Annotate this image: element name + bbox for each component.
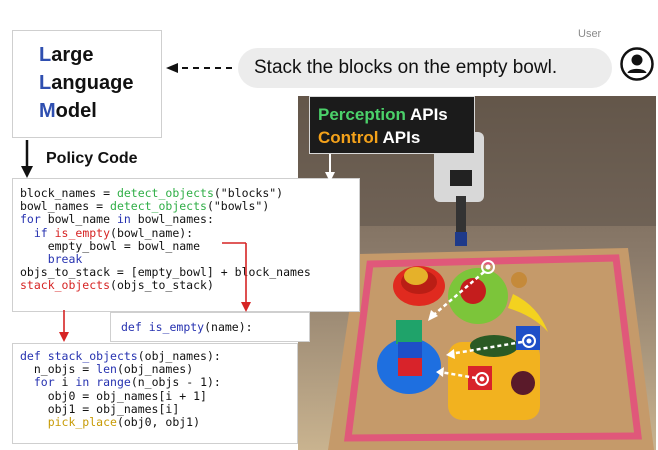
code-line: stack_objects(objs_to_stack) [20, 278, 214, 293]
legend-perception-rest: APIs [405, 105, 448, 124]
llm-line-3: Model [39, 97, 161, 125]
policy-code-box: block_names = detect_objects("blocks")bo… [12, 178, 360, 312]
llm-initial-m: M [39, 100, 56, 122]
user-avatar-icon [620, 47, 654, 81]
legend-perception-word: Perception [318, 105, 406, 124]
yellow-tray [448, 342, 540, 420]
code-line: if is_empty(bowl_name): [20, 225, 194, 240]
legend-control-word: Control [318, 128, 379, 147]
api-legend: Perception APIs Control APIs [309, 96, 475, 154]
code-line: def stack_objects(obj_names): [20, 349, 221, 363]
llm-text-3: odel [55, 100, 97, 122]
user-message-bubble: Stack the blocks on the empty bowl. [238, 48, 612, 88]
code-line: n_objs = len(obj_names) [20, 362, 194, 377]
legend-control-rest: APIs [378, 128, 421, 147]
code-line: break [20, 252, 83, 267]
code-line: for bowl_name in bowl_names: [20, 212, 214, 227]
legend-control: Control APIs [318, 126, 474, 149]
code-line: for i in range(n_objs - 1): [20, 375, 221, 390]
llm-initial-l2: L [39, 72, 52, 94]
code-line: obj1 = obj_names[i] [20, 401, 180, 416]
code-line: pick_place(obj0, obj1) [20, 415, 201, 430]
code-line: block_names = detect_objects("blocks") [20, 186, 284, 200]
policy-code-label: Policy Code [46, 150, 138, 167]
llm-box: Large Language Model [12, 30, 162, 138]
code-line: empty_bowl = bowl_name [20, 238, 201, 253]
llm-initial-l1: L [39, 44, 52, 66]
llm-line-1: Large [39, 41, 161, 69]
is-empty-code-box: def is_empty(name): [110, 312, 310, 342]
code-line: objs_to_stack = [empty_bowl] + block_nam… [20, 265, 311, 280]
legend-perception: Perception APIs [318, 103, 474, 126]
user-label: User [578, 28, 602, 40]
code-line: bowl_names = detect_objects("bowls") [20, 199, 270, 214]
stack-objects-arrow-icon [59, 332, 69, 342]
stack-objects-code-box: def stack_objects(obj_names): n_objs = l… [12, 343, 298, 444]
arrowhead-icon [166, 63, 178, 73]
llm-to-code-arrow-icon [21, 166, 33, 178]
llm-text-2: anguage [51, 72, 134, 94]
llm-line-2: Language [39, 69, 161, 97]
code-line: obj0 = obj_names[i + 1] [20, 388, 207, 403]
llm-text-1: arge [51, 44, 94, 66]
